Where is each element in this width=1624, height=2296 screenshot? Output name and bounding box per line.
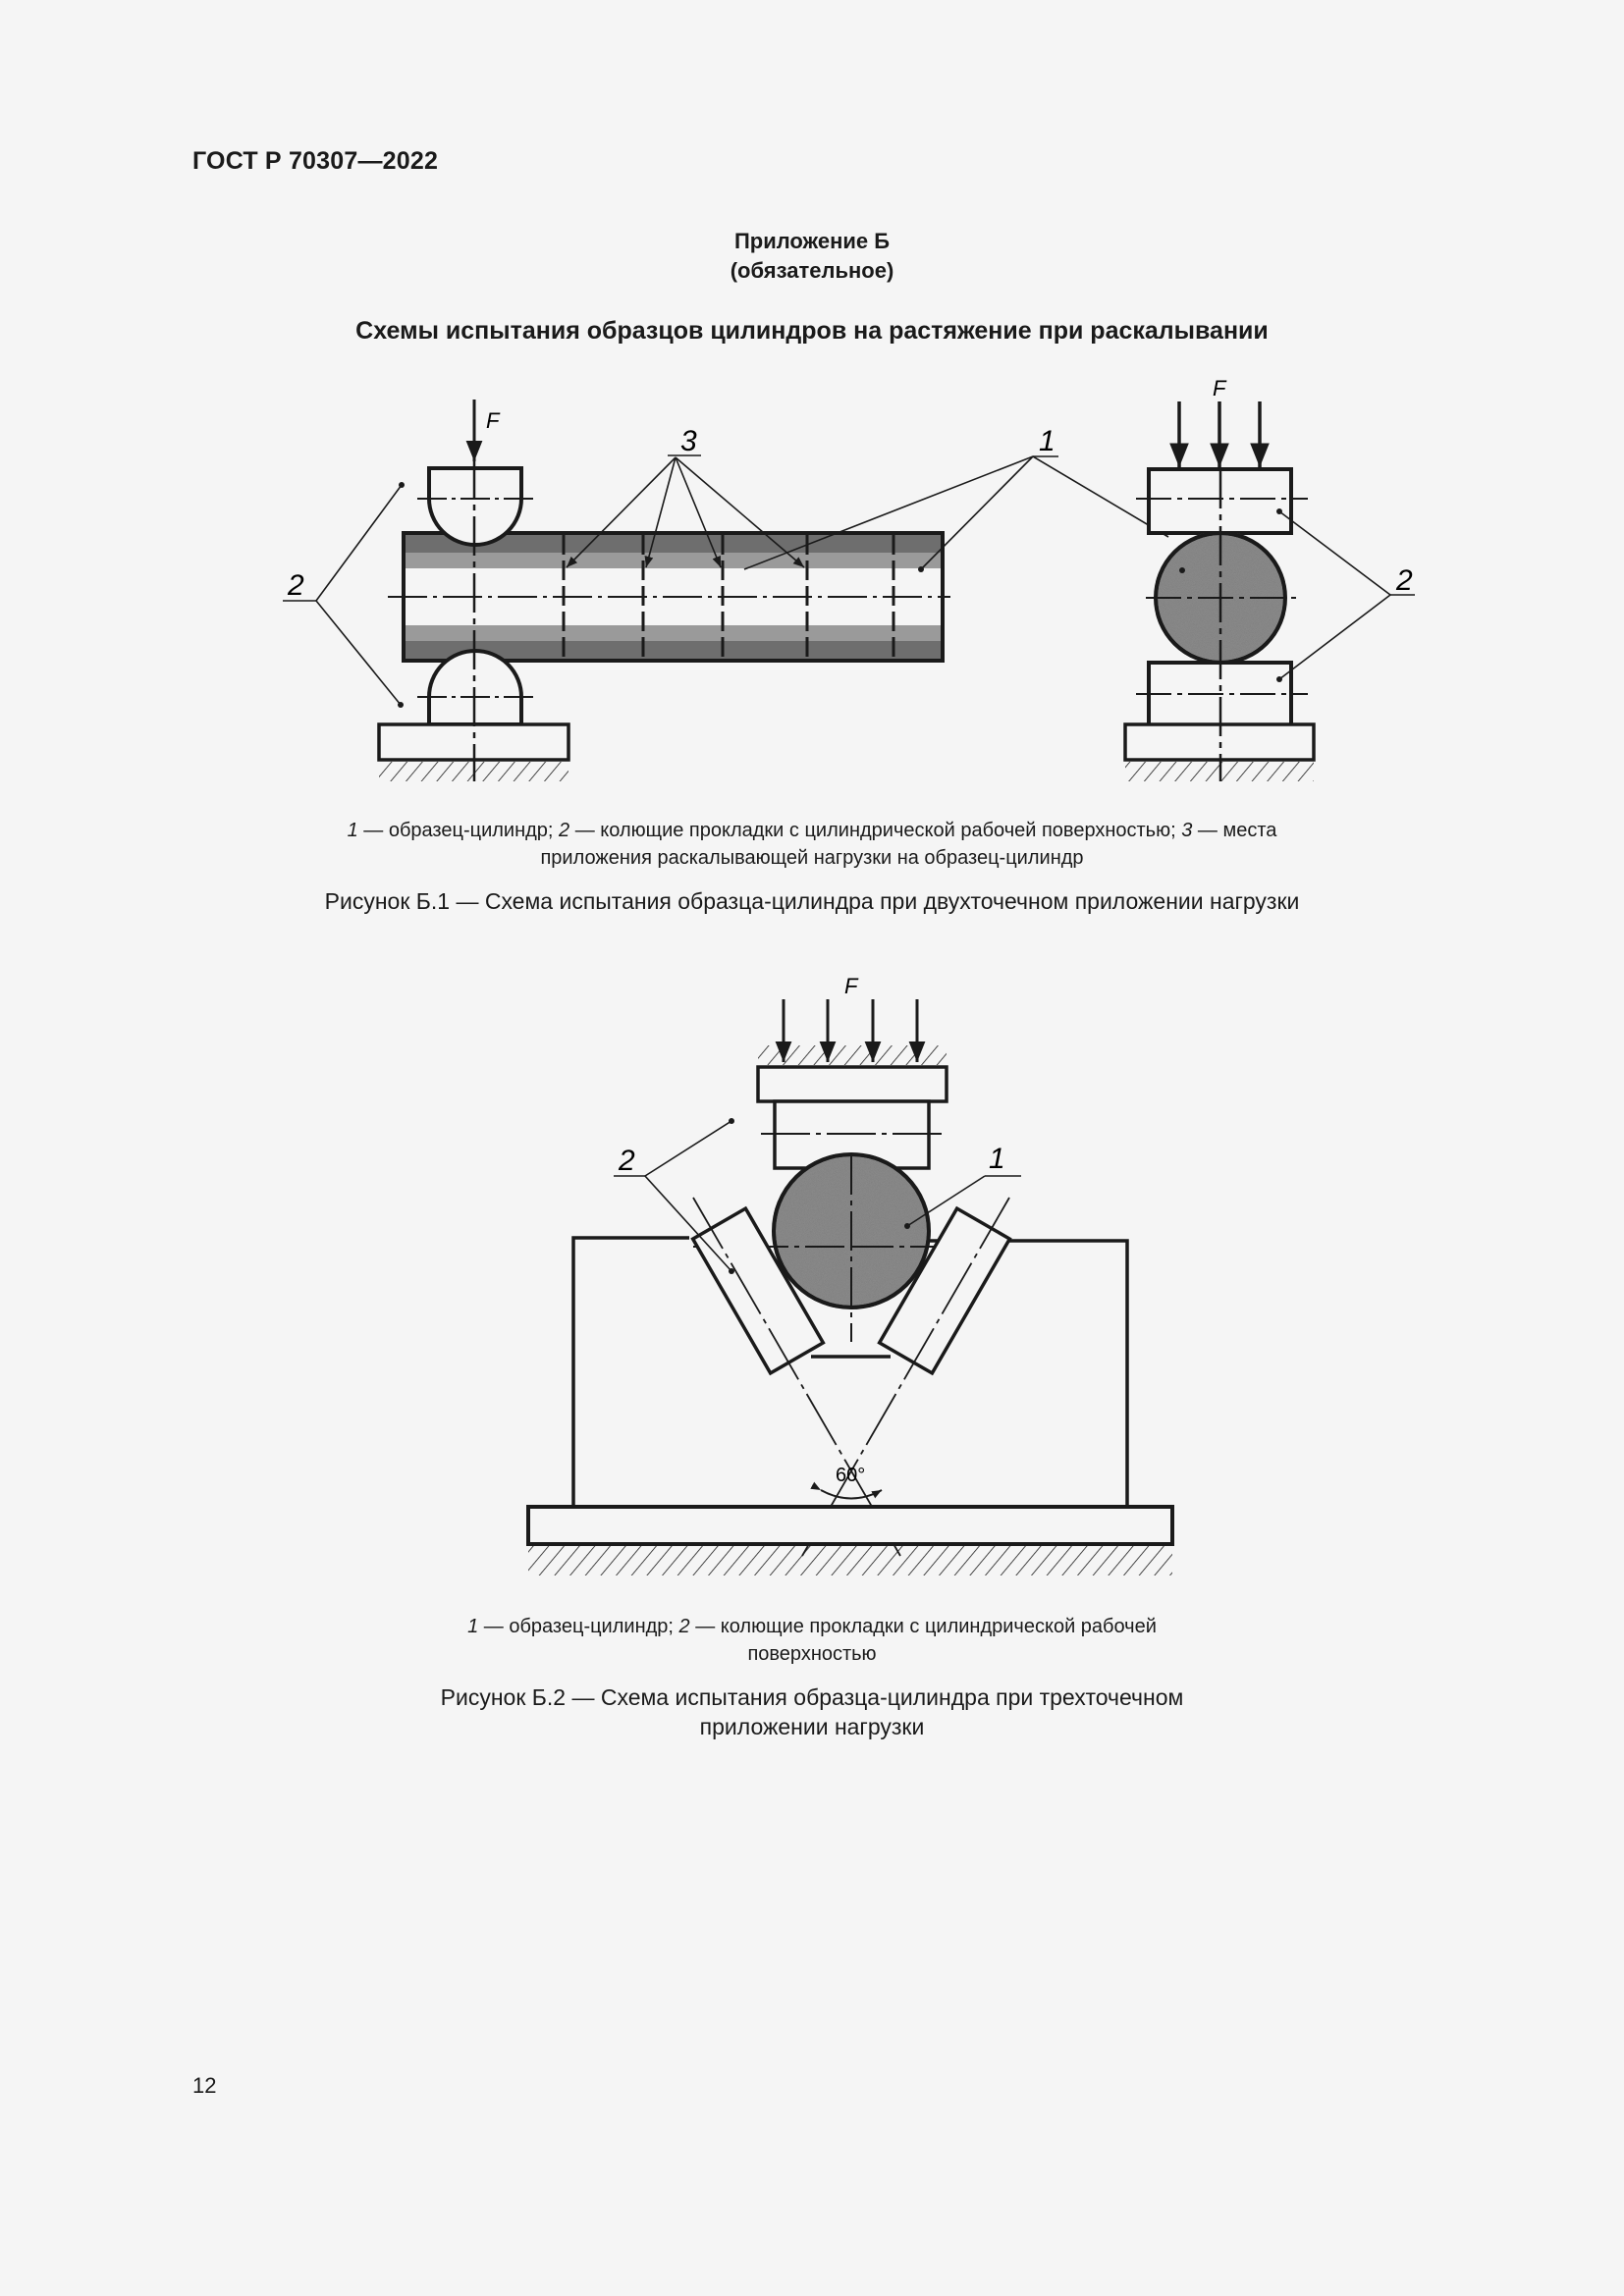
figure-b1-diagram: F 2 3 1 F 2 <box>283 376 1415 781</box>
figure-b1-caption: Рисунок Б.1 — Схема испытания образца-ци… <box>324 888 1300 914</box>
figure-b1-legend-line1: 1 — образец-цилиндр; 2 — колющие проклад… <box>0 817 1624 844</box>
legend-num-2: 2 <box>559 820 570 841</box>
v-block-frame <box>571 1236 689 1507</box>
top-press-plate <box>756 1065 948 1103</box>
appendix-main-title: Схемы испытания образцов цилиндров на ра… <box>355 317 1269 345</box>
force-label: F <box>486 408 501 433</box>
appendix-heading: Приложение Б (обязательное) <box>0 227 1624 286</box>
figure-b2-caption-line2: приложении нагрузки <box>699 1714 925 1739</box>
force-label-fig2: F <box>844 974 859 998</box>
label-2-right: 2 <box>1395 564 1413 597</box>
force-label-right: F <box>1213 376 1227 400</box>
angle-label: 60° <box>836 1465 865 1486</box>
figure-b2-legend: 1 — образец-цилиндр; 2 — колющие проклад… <box>0 1613 1624 1668</box>
label-1-fig2: 1 <box>989 1143 1005 1175</box>
legend2-text-2: — колющие прокладки с цилиндрической раб… <box>689 1616 1157 1637</box>
label-2-left: 2 <box>287 569 304 602</box>
legend2-text-1: — образец-цилиндр; <box>478 1616 679 1637</box>
figure-b2-diagram: F 60° 2 1 <box>526 974 1174 1575</box>
appendix-title: Приложение Б <box>733 229 891 253</box>
legend-text-2: — колющие прокладки с цилиндрической раб… <box>569 820 1182 841</box>
figure-b1-legend-line2: приложения раскалывающей нагрузки на обр… <box>540 847 1084 869</box>
figure-b2-legend-line1: 1 — образец-цилиндр; 2 — колющие проклад… <box>0 1613 1624 1640</box>
legend-text-3: — места <box>1192 820 1277 841</box>
legend2-num-1: 1 <box>467 1616 479 1637</box>
lower-splitting-pad <box>377 649 570 781</box>
cylinder-side-view <box>388 531 950 663</box>
legend-text-1: — образец-цилиндр; <box>357 820 560 841</box>
label-2-fig2: 2 <box>618 1145 635 1177</box>
right-splitting-pad <box>877 1205 1012 1376</box>
legend2-num-2: 2 <box>678 1616 690 1637</box>
figure-b2-legend-line2: поверхностью <box>747 1643 877 1665</box>
label-3: 3 <box>680 425 697 457</box>
page-number: 12 <box>192 2073 217 2098</box>
standard-code-header: ГОСТ Р 70307—2022 <box>192 147 439 175</box>
figure-b2-caption: Рисунок Б.2 — Схема испытания образца-ци… <box>0 1682 1624 1741</box>
left-splitting-pad <box>690 1205 826 1376</box>
legend-num-1: 1 <box>347 820 358 841</box>
figure-b1-legend: 1 — образец-цилиндр; 2 — колющие проклад… <box>0 817 1624 872</box>
label-1: 1 <box>1039 425 1056 457</box>
appendix-status: (обязательное) <box>730 258 894 283</box>
base-plate <box>526 1505 1174 1546</box>
legend-num-3: 3 <box>1181 820 1193 841</box>
figure-b2-caption-line1: Рисунок Б.2 — Схема испытания образца-ци… <box>440 1684 1184 1710</box>
cylinder-cross-section-view: F <box>1123 376 1316 781</box>
